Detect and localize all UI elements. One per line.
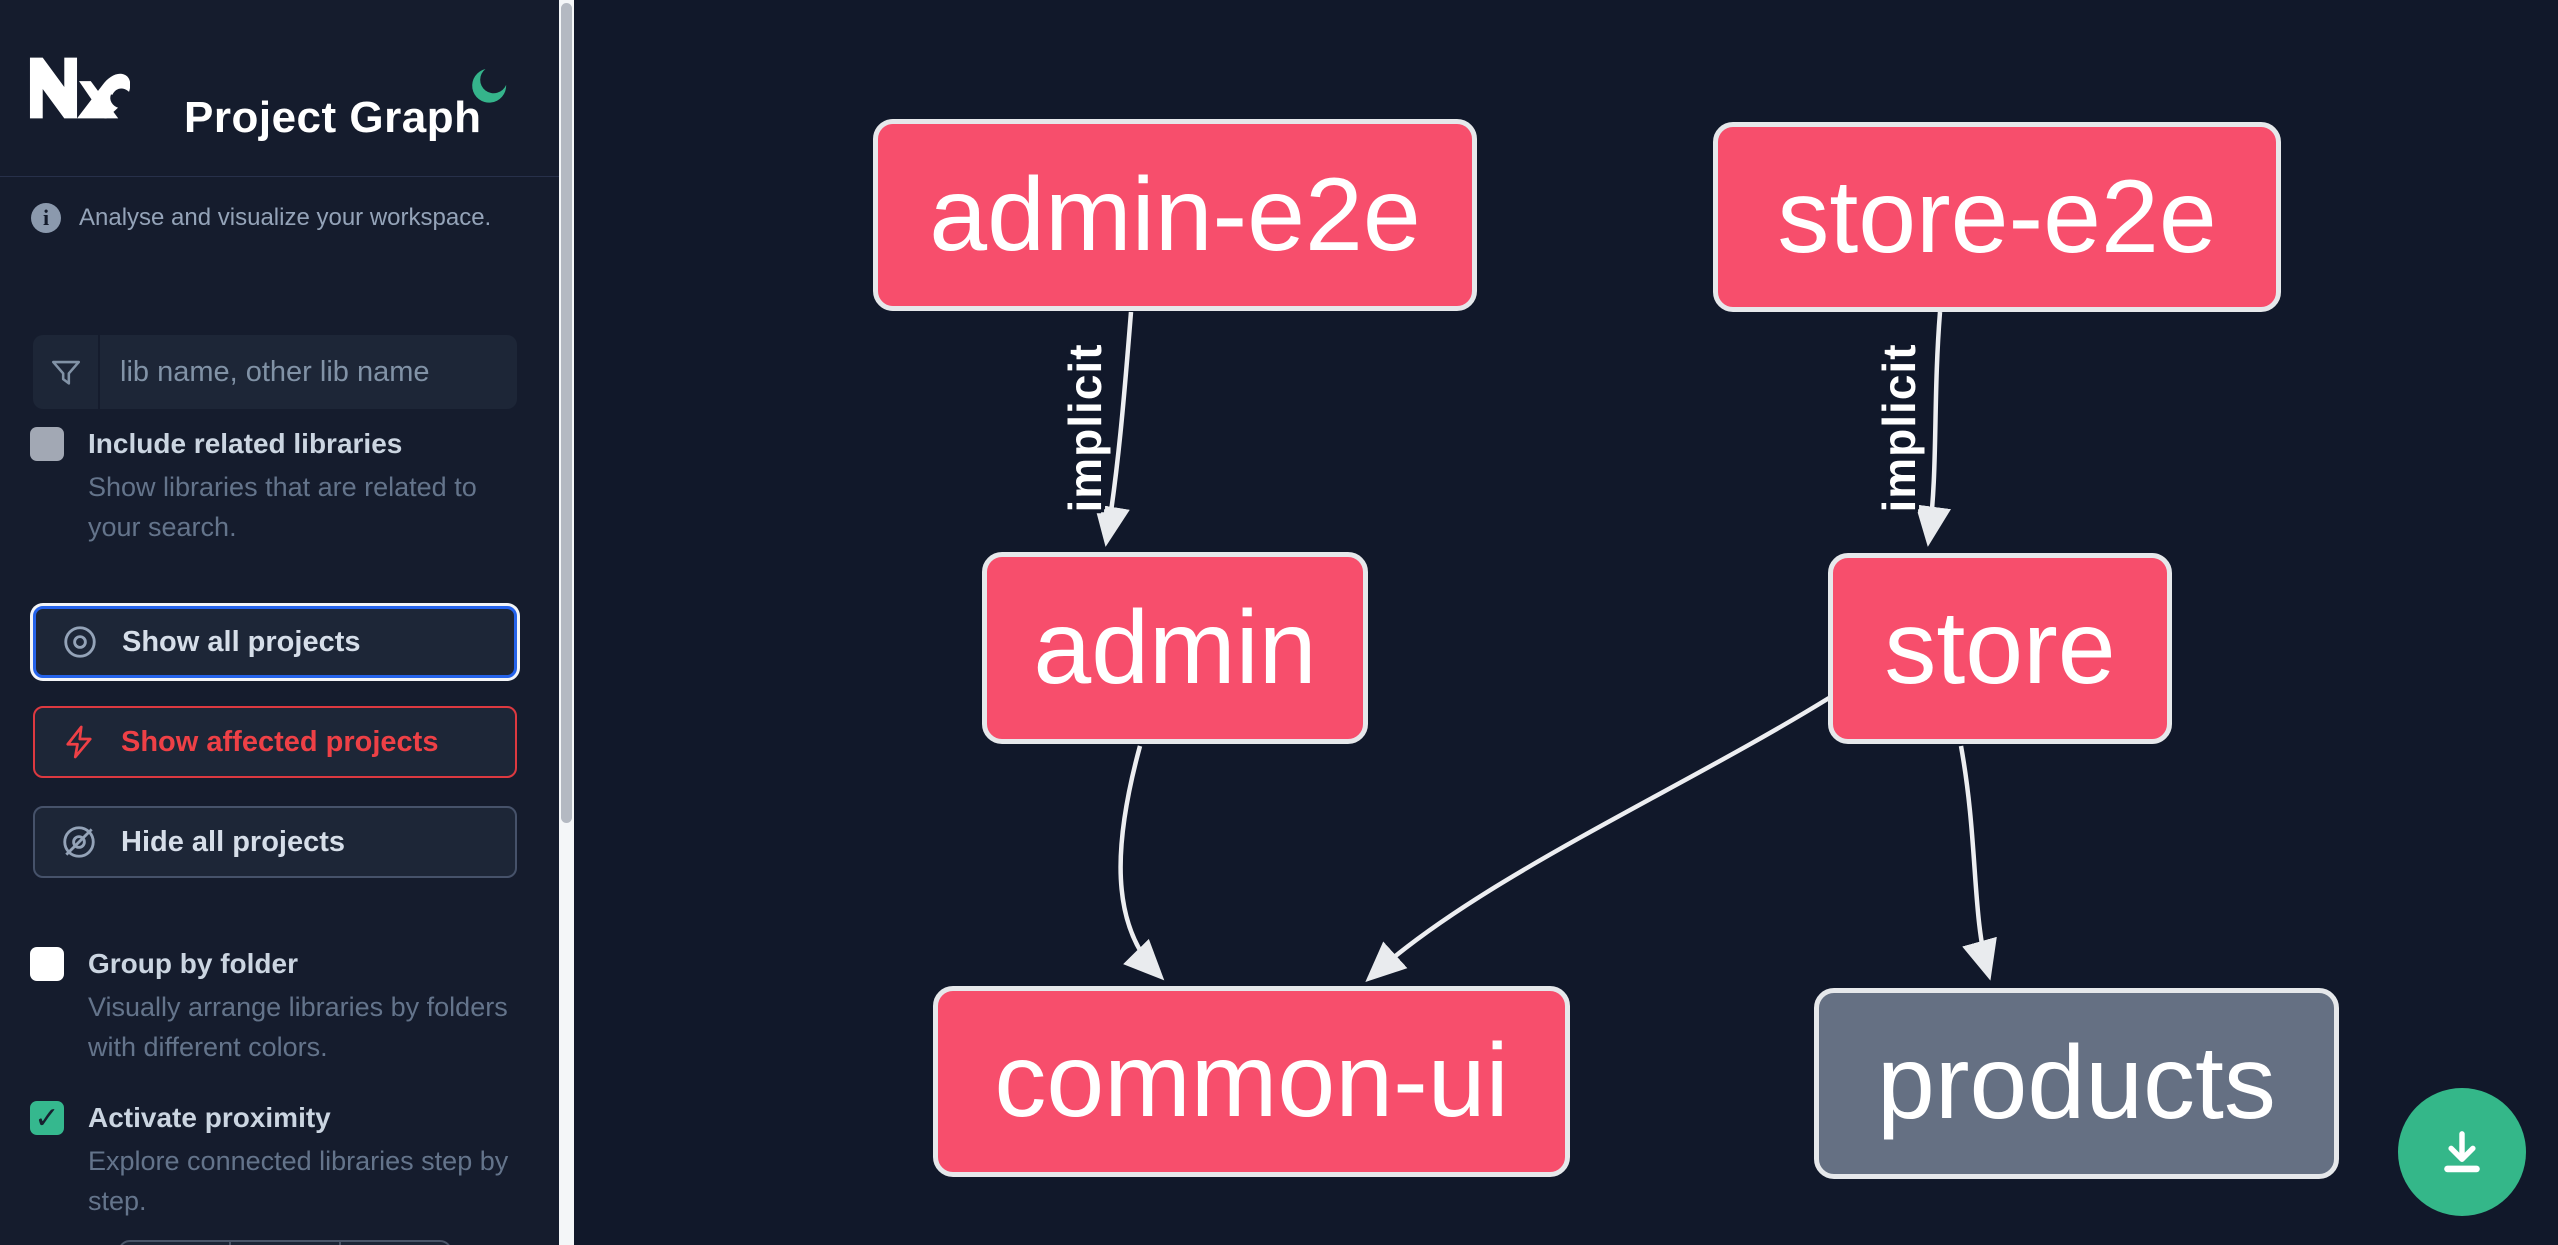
scrollbar-thumb[interactable] [561,3,572,823]
show-affected-projects-button[interactable]: Show affected projects [33,706,517,778]
stepper-decrement[interactable] [120,1242,231,1245]
project-node-admin-e2e[interactable]: admin-e2e [873,119,1477,311]
checkbox-description: Visually arrange libraries by folders wi… [88,992,508,1062]
project-node-store-e2e[interactable]: store-e2e [1713,122,2281,312]
checkbox-include-related-libraries[interactable]: Include related libraries Show libraries… [30,427,516,547]
bolt-icon [59,724,99,760]
funnel-icon [33,335,100,409]
project-filter-search [33,335,517,409]
search-input[interactable] [100,355,517,389]
checkbox-label: Include related libraries [88,428,403,459]
eye-icon [60,623,100,661]
edge-label-implicit: implicit [1059,343,1111,513]
checkbox-box[interactable] [30,947,64,981]
proximity-stepper[interactable] [118,1240,452,1245]
checkbox-box-checked[interactable]: ✓ [30,1101,64,1135]
project-node-admin[interactable]: admin [982,552,1368,744]
moon-icon [472,69,507,103]
download-image-button[interactable] [2398,1088,2526,1216]
hide-all-projects-button[interactable]: Hide all projects [33,806,517,878]
edge-label-implicit: implicit [1873,343,1925,513]
stepper-value [231,1242,342,1245]
checkbox-label: Activate proximity [88,1102,331,1133]
project-node-products[interactable]: products [1814,988,2339,1179]
sidebar-scrollbar[interactable] [559,0,574,1245]
checkbox-box[interactable] [30,427,64,461]
checkbox-description: Explore connected libraries step by step… [88,1146,509,1216]
project-node-store[interactable]: store [1828,553,2172,744]
nx-logo [29,57,130,119]
sidebar: Project Graph i Analyse and visualize yo… [0,0,559,1245]
checkbox-activate-proximity[interactable]: ✓ Activate proximity Explore connected l… [30,1101,516,1221]
download-icon [2444,1131,2480,1173]
info-icon: i [31,203,61,233]
show-all-projects-button[interactable]: Show all projects [33,606,517,678]
sidebar-header: Project Graph [0,0,559,177]
checkbox-label: Group by folder [88,948,298,979]
page-title: Project Graph [184,93,482,143]
checkbox-group-by-folder[interactable]: Group by folder Visually arrange librari… [30,947,516,1067]
checkbox-description: Show libraries that are related to your … [88,472,477,542]
workspace-tagline: i Analyse and visualize your workspace. [31,203,491,233]
project-node-common-ui[interactable]: common-ui [933,986,1570,1177]
eye-off-icon [59,823,99,861]
theme-toggle-button[interactable] [462,62,514,114]
